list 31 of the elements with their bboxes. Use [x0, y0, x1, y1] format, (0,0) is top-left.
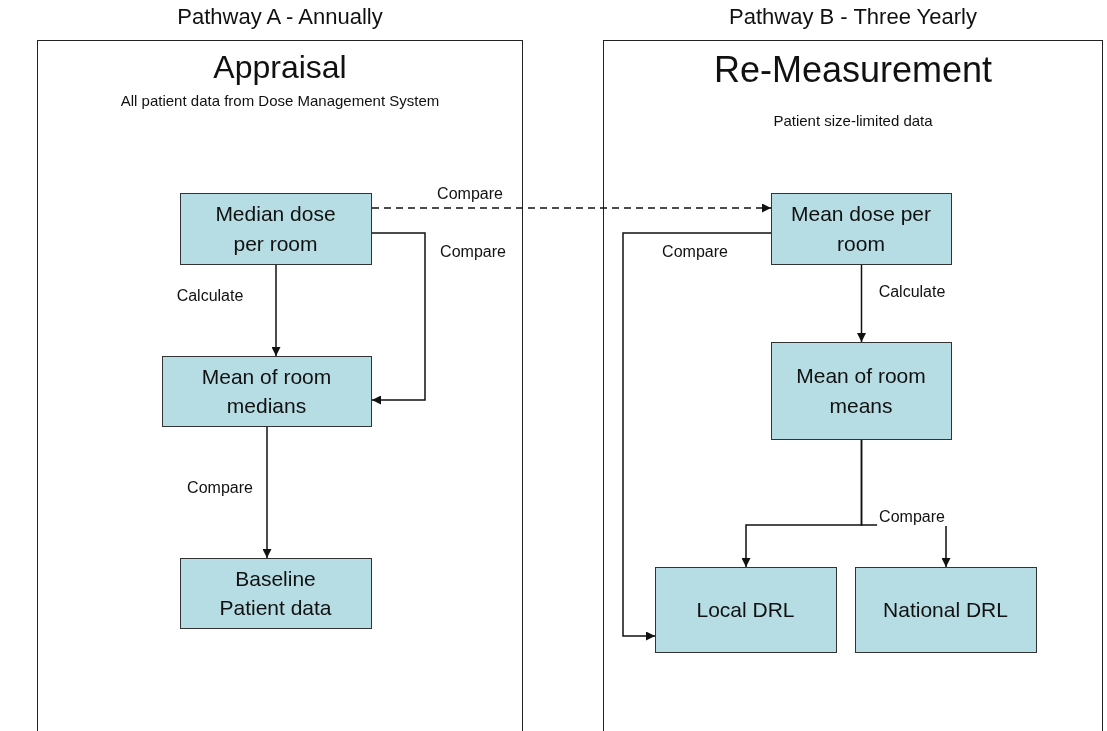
- process-box: [770, 192, 952, 265]
- edge-label: Compare: [660, 243, 730, 261]
- arrow: [622, 232, 772, 641]
- arrow: [371, 203, 772, 213]
- pathway-title: Pathway A - Annually: [176, 4, 384, 30]
- box-text: National DRL: [883, 596, 1008, 623]
- edge-label: Compare: [435, 185, 505, 203]
- box-text: Baseline Patient data: [218, 565, 333, 621]
- box-text: Local DRL: [696, 596, 795, 623]
- box-text: Median dose per room: [214, 201, 337, 257]
- panel-heading: Re-Measurement: [712, 49, 994, 91]
- edge-label: Compare: [438, 243, 508, 261]
- box-text: Mean of room medians: [200, 363, 333, 419]
- process-box: [854, 566, 1037, 653]
- edge-label: Compare: [185, 479, 255, 497]
- panel-subtitle: All patient data from Dose Management System: [119, 91, 441, 111]
- panel-subtitle: Patient size-limited data: [772, 111, 934, 131]
- box-text: Mean dose per room: [789, 201, 933, 257]
- arrow: [857, 264, 866, 343]
- edge-label: Compare: [877, 508, 947, 526]
- process-box: [179, 557, 372, 629]
- panel-heading: Appraisal: [212, 49, 348, 86]
- process-box: [770, 341, 952, 440]
- process-box: [654, 566, 837, 653]
- pathway-title: Pathway B - Three Yearly: [728, 4, 978, 30]
- process-box: [179, 192, 372, 265]
- box-text: Mean of room means: [795, 363, 927, 419]
- arrow: [271, 264, 281, 357]
- process-box: [161, 355, 372, 427]
- arrow: [262, 426, 272, 559]
- arrow: [371, 232, 426, 405]
